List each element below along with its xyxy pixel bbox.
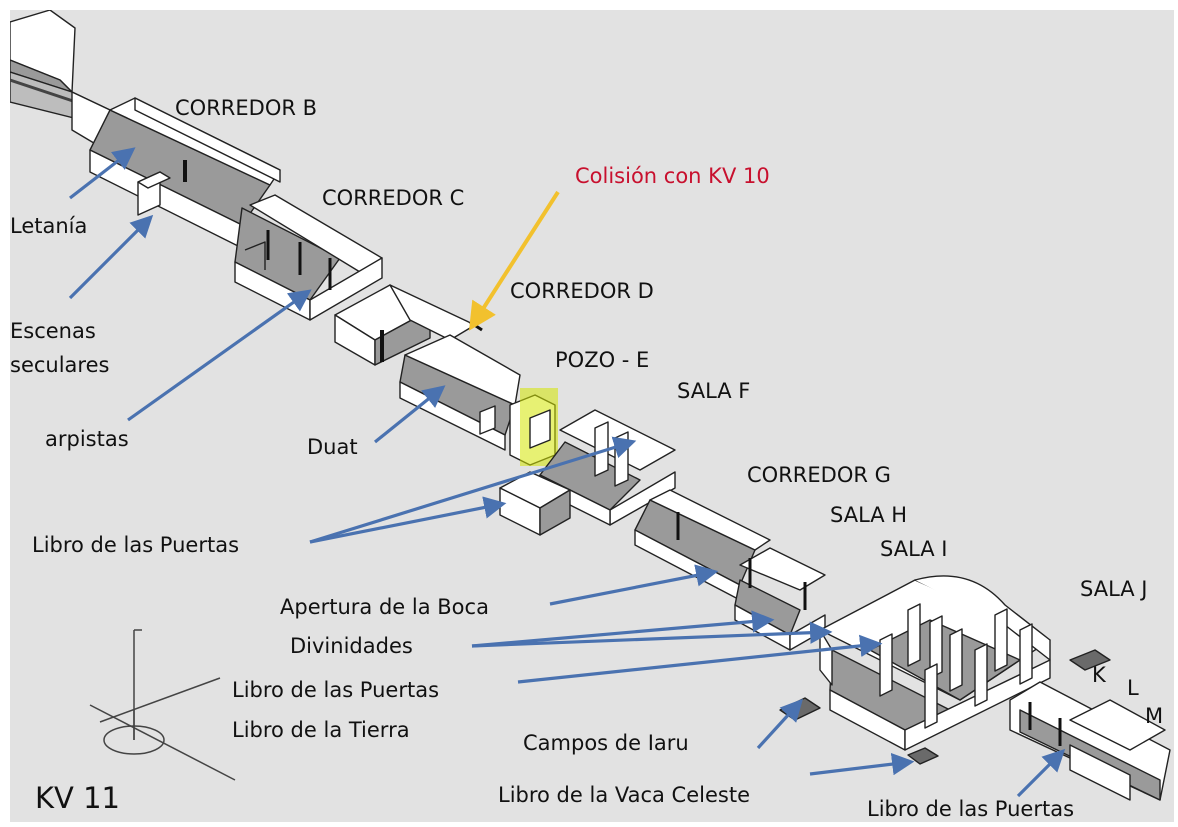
label-duat: Duat	[307, 435, 358, 459]
label-chamber-m: M	[1145, 704, 1164, 728]
arrow-vaca-celeste	[809, 753, 915, 776]
label-corredor-g: CORREDOR G	[747, 463, 891, 487]
arrow-libro-puertas-1b	[309, 496, 507, 544]
sala-i-structure	[819, 575, 1051, 751]
arrow-apertura-boca	[549, 564, 719, 606]
label-libro-puertas-1: Libro de las Puertas	[32, 533, 240, 557]
label-corredor-c: CORREDOR C	[322, 186, 465, 210]
entrance-ramp	[10, 10, 115, 156]
arrow-letania	[69, 147, 136, 200]
label-divinidades: Divinidades	[290, 634, 413, 658]
label-chamber-k: K	[1092, 663, 1106, 687]
arrow-duat	[373, 385, 446, 444]
label-apertura-boca: Apertura de la Boca	[280, 595, 489, 619]
arrow-escenas-seculares	[68, 214, 154, 300]
arrow-libro-puertas-3	[1016, 748, 1066, 798]
label-corredor-d: CORREDOR D	[510, 279, 654, 303]
arrow-divinidades-a	[471, 610, 775, 648]
label-arpistas: arpistas	[45, 427, 129, 451]
label-letania: Letanía	[10, 214, 88, 238]
arrow-libro-puertas-1a	[309, 436, 637, 544]
label-sala-i: SALA I	[880, 537, 948, 561]
axes-glyph	[89, 629, 236, 781]
label-collision-kv10: Colisión con KV 10	[575, 164, 770, 188]
corredor-d-structure	[334, 284, 521, 451]
pointer-arrows	[68, 147, 1066, 798]
pozo-e-structure	[509, 388, 558, 466]
tomb-plan-canvas: CORREDOR B CORREDOR C Colisión con KV 10…	[10, 10, 1174, 822]
tomb-plan-drawing	[10, 10, 1171, 801]
label-vaca-celeste: Libro de la Vaca Celeste	[498, 783, 750, 807]
chambers-klm-structure	[779, 649, 1171, 801]
label-tomb-kv11: KV 11	[35, 781, 120, 815]
arrow-arpistas	[127, 289, 312, 422]
arrow-divinidades-b	[471, 621, 833, 648]
label-sala-h: SALA H	[830, 503, 908, 527]
label-sala-j: SALA J	[1080, 577, 1148, 601]
label-chamber-l: L	[1127, 676, 1139, 700]
label-libro-puertas-3: Libro de las Puertas	[867, 797, 1075, 821]
label-pozo-e: POZO - E	[555, 348, 650, 372]
corredor-g-structure	[634, 489, 771, 601]
label-campos-iaru: Campos de Iaru	[523, 731, 689, 755]
label-libro-tierra: Libro de la Tierra	[232, 718, 410, 742]
arrow-libro-puertas-2	[517, 634, 883, 684]
label-sala-f: SALA F	[677, 379, 751, 403]
arrow-campos-iaru	[756, 698, 804, 750]
label-escenas-seculares: Escenas seculares	[10, 319, 110, 377]
label-corredor-b: CORREDOR B	[175, 96, 318, 120]
collision-arrow	[468, 190, 560, 331]
label-libro-puertas-2: Libro de las Puertas	[232, 678, 440, 702]
